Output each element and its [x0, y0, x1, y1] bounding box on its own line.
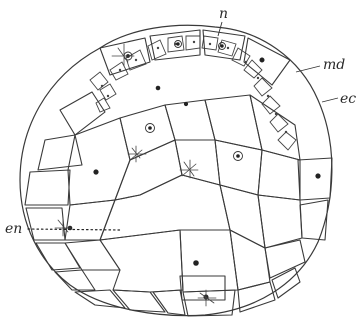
mesoderm-cells	[90, 36, 296, 150]
label-n-leader	[218, 22, 222, 36]
label-en: en	[5, 221, 22, 237]
label-ec-leader	[322, 98, 338, 102]
label-n: n	[219, 6, 228, 22]
label-ec: ec	[340, 91, 356, 107]
label-en-leader	[28, 229, 120, 230]
endoderm-cells	[65, 95, 302, 300]
label-md: md	[323, 57, 345, 73]
neural-cells	[100, 30, 290, 85]
